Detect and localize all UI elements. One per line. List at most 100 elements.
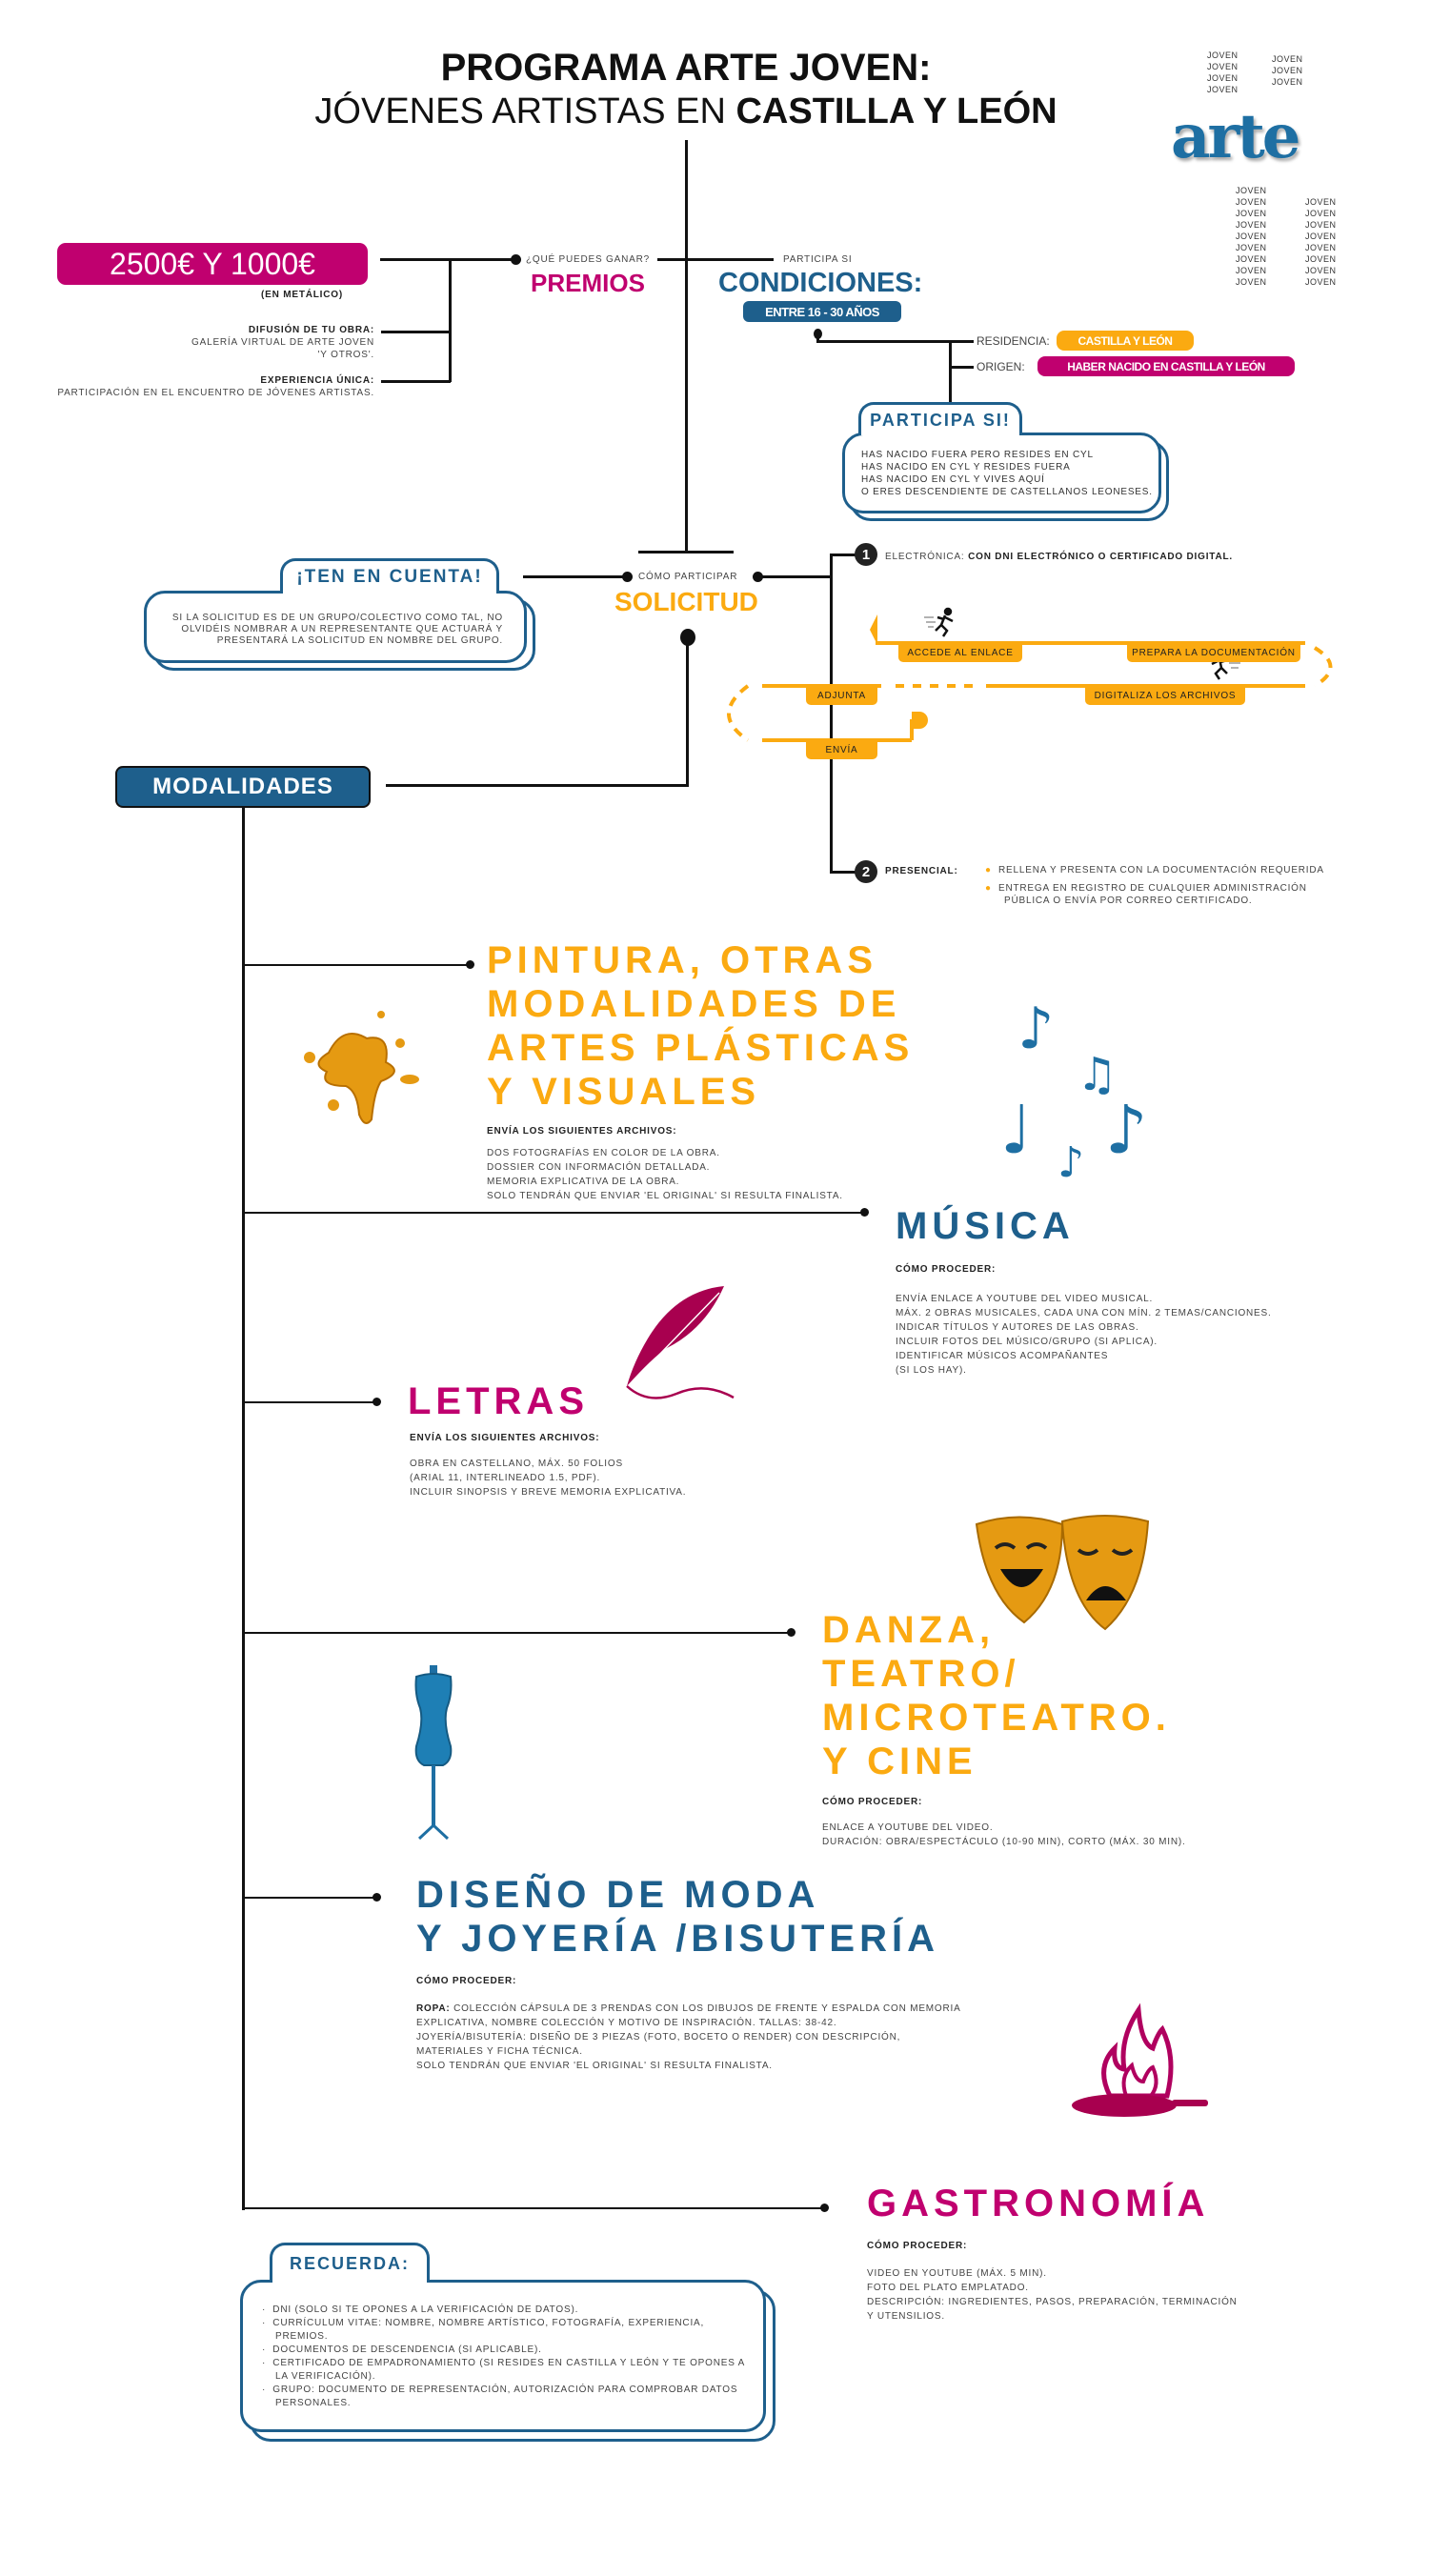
logo-joven: JOVEN [1272,77,1303,87]
gastronomia-line: FOTO DEL PLATO EMPLATADO. [867,2283,1029,2293]
musica-sub: CÓMO PROCEDER: [896,1264,997,1275]
logo-joven: JOVEN [1305,277,1337,287]
branch-dot [787,1628,796,1637]
branch-danza [242,1632,791,1634]
recuerda-item: · DOCUMENTOS DE DESCENDENCIA (SI APLICAB… [262,2345,542,2355]
moda-title: DISEÑO DE MODA Y JOYERÍA /BISUTERÍA [416,1873,939,1961]
modalidades-dot [680,629,695,646]
moda-line: SOLO TENDRÁN QUE ENVIAR 'EL ORIGINAL' SI… [416,2061,773,2071]
danza-title-line: Y CINE [822,1741,977,1782]
logo-word: arte [1171,101,1300,172]
logo-joven: JOVEN [1207,73,1239,83]
logo-joven: JOVEN [1236,277,1267,287]
presencial-list: ● RELLENA Y PRESENTA CON LA DOCUMENTACIÓ… [985,864,1324,907]
electronica-label: ELECTRÓNICA: [885,552,965,562]
branch-dot [373,1893,381,1902]
pintura-line: MEMORIA EXPLICATIVA DE LA OBRA. [487,1177,680,1187]
recuerda-card: · DNI (SOLO SI TE OPONES A LA VERIFICACI… [240,2280,766,2432]
musica-line: MÁX. 2 OBRAS MUSICALES, CADA UNA CON MÍN… [896,1308,1272,1318]
modalidades-badge: MODALIDADES [115,766,371,808]
prize-amount: 2500€ Y 1000€ [110,246,315,281]
moda-line-text: COLECCIÓN CÁPSULA DE 3 PRENDAS CON LOS D… [450,2003,961,2014]
prize-item-line: PARTICIPACIÓN EN EL ENCUENTRO DE JÓVENES… [57,388,374,398]
solicitud-pre: CÓMO PARTICIPAR [638,572,738,582]
page-title: PROGRAMA ARTE JOVEN: JÓVENES ARTISTAS EN… [286,46,1086,133]
ropa-label: ROPA: [416,2003,451,2014]
participa-tab: PARTICIPA SI! [858,402,1022,435]
musica-line: ENVÍA ENLACE A YOUTUBE DEL VIDEO MUSICAL… [896,1294,1154,1304]
ten-en-cuenta-tab: ¡TEN EN CUENTA! [280,558,499,594]
premios-line [380,258,514,261]
moda-line: JOYERÍA/BISUTERÍA: DISEÑO DE 3 PIEZAS (F… [416,2032,901,2043]
loop-arrow-icon [870,614,877,645]
music-notes-icon: ♪ ♫ ♩ ♪ ♪ [1000,996,1148,1187]
logo-joven: JOVEN [1305,209,1337,218]
condiciones-branch [949,340,952,413]
condiciones-branch-2 [949,366,974,369]
solicitud-dot-left [622,572,633,582]
musica-title: MÚSICA [896,1205,1075,1247]
modalidades-connector-h [386,784,689,787]
condiciones-pre: PARTICIPA SI [783,254,853,265]
step-number-1: 1 [855,543,877,566]
title-line-1: PROGRAMA ARTE JOVEN: [440,47,932,89]
logo-joven: JOVEN [1305,197,1337,207]
recuerda-item: · DNI (SOLO SI TE OPONES A LA VERIFICACI… [262,2304,579,2315]
condiciones-connector-h [816,340,974,343]
danza-title-line: DANZA, [822,1609,996,1651]
letras-line: INCLUIR SINOPSIS Y BREVE MEMORIA EXPLICA… [410,1487,687,1498]
premios-branch-1 [381,331,451,333]
branch-moda [242,1897,375,1899]
logo-joven: JOVEN [1207,85,1239,94]
modalidades-connector-v [686,638,689,787]
logo-joven: JOVEN [1236,231,1267,241]
logo-joven: JOVEN [1305,254,1337,264]
participa-line: HAS NACIDO EN CYL Y RESIDES FUERA [861,462,1071,473]
residencia-value: CASTILLA Y LEÓN [1078,333,1173,348]
condiciones-heading: CONDICIONES: [718,268,923,298]
ten-en-cuenta-card: SI LA SOLICITUD ES DE UN GRUPO/COLECTIVO… [144,591,527,663]
logo-joven: JOVEN [1236,197,1267,207]
danza-line: DURACIÓN: OBRA/ESPECTÁCULO (10-90 MIN), … [822,1837,1186,1847]
branch-pintura [242,964,471,966]
logo-joven: JOVEN [1272,66,1303,75]
letras-sub: ENVÍA LOS SIGUIENTES ARCHIVOS: [410,1433,600,1443]
participa-line: O ERES DESCENDIENTE DE CASTELLANOS LEONE… [861,487,1153,497]
pintura-line: DOS FOTOGRAFÍAS EN COLOR DE LA OBRA. [487,1148,720,1158]
musica-line: IDENTIFICAR MÚSICOS ACOMPAÑANTES [896,1351,1109,1361]
pintura-title-line: MODALIDADES DE [487,983,901,1025]
logo-joven: JOVEN [1305,231,1337,241]
step-adjunta: ADJUNTA [806,686,877,705]
prize-item-title: EXPERIENCIA ÚNICA: [260,375,374,386]
musica-line: INDICAR TÍTULOS Y AUTORES DE LAS OBRAS. [896,1322,1139,1333]
moda-line: MATERIALES Y FICHA TÉCNICA. [416,2046,583,2057]
origen-badge: HABER NACIDO EN CASTILLA Y LEÓN [1037,356,1295,376]
premios-dot [511,254,521,265]
musica-line: (SI LOS HAY). [896,1365,967,1376]
letras-line: (ARIAL 11, INTERLINEADO 1.5, PDF). [410,1473,601,1483]
arte-joven-logo: JOVEN JOVEN JOVEN JOVEN JOVEN JOVEN JOVEN art… [1167,50,1358,326]
presencial-bullet: ● RELLENA Y PRESENTA CON LA DOCUMENTACIÓ… [985,865,1324,875]
logo-joven: JOVEN [1236,243,1267,252]
prize-difusion: DIFUSIÓN DE TU OBRA: GALERÍA VIRTUAL DE … [191,324,374,361]
pintura-title: PINTURA, OTRAS MODALIDADES DE ARTES PLÁS… [487,938,914,1114]
step-envia: ENVÍA [806,740,877,759]
residencia-badge: CASTILLA Y LEÓN [1057,331,1194,351]
step-accede: ACCEDE AL ENLACE [898,643,1022,662]
branch-letras [242,1401,375,1403]
moda-line: EXPLICATIVA, NOMBRE COLECCIÓN Y MOTIVO D… [416,2018,837,2028]
logo-joven: JOVEN [1236,186,1267,195]
moda-body: CÓMO PROCEDER: ROPA: COLECCIÓN CÁPSULA D… [416,1974,961,2073]
step-digitaliza: DIGITALIZA LOS ARCHIVOS [1085,686,1245,705]
note-line: PRESENTARÁ LA SOLICITUD EN NOMBRE DEL GR… [216,635,503,646]
feather-quill-icon [626,1286,735,1399]
paint-splat-icon [304,1011,419,1124]
moda-title-line: DISEÑO DE MODA [416,1874,820,1916]
recuerda-item-text: GRUPO: DOCUMENTO DE REPRESENTACIÓN, AUTO… [272,2385,738,2408]
main-vertical-line [685,140,688,552]
note-line: OLVIDÉIS NOMBRAR A UN REPRESENTANTE QUE … [181,624,503,634]
solicitud-heading: SOLICITUD [614,587,758,616]
moda-title-line: Y JOYERÍA /BISUTERÍA [416,1918,939,1960]
title-line-2: JÓVENES ARTISTAS EN CASTILLA Y LEÓN [286,90,1086,133]
